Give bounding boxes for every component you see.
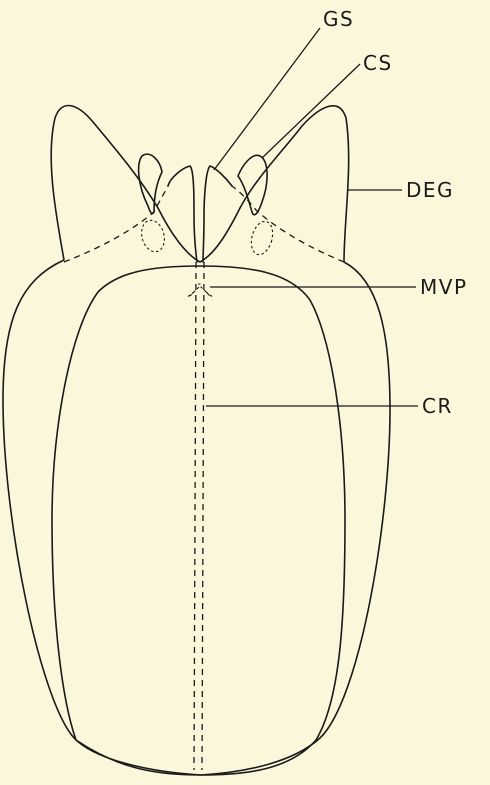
label-gs: GS [323,7,354,31]
left-dotted-ellipse [138,218,168,255]
right-dotted-ellipse [248,219,276,257]
label-deg: DEG [406,178,454,202]
right-lobe [238,155,267,214]
right-central-prong [203,166,232,262]
mvp-dotted-cluster [186,284,214,298]
right-dashed-line [232,186,344,262]
label-cr: CR [422,394,453,418]
inner-oval-body [52,266,345,775]
label-cs: CS [363,51,393,75]
central-canal-right [202,262,204,770]
central-canal-left [194,262,196,770]
left-dashed-line [64,186,168,262]
label-mvp: MVP [420,275,468,299]
cs-leader-line [262,64,360,158]
gs-leader-line [214,28,320,170]
